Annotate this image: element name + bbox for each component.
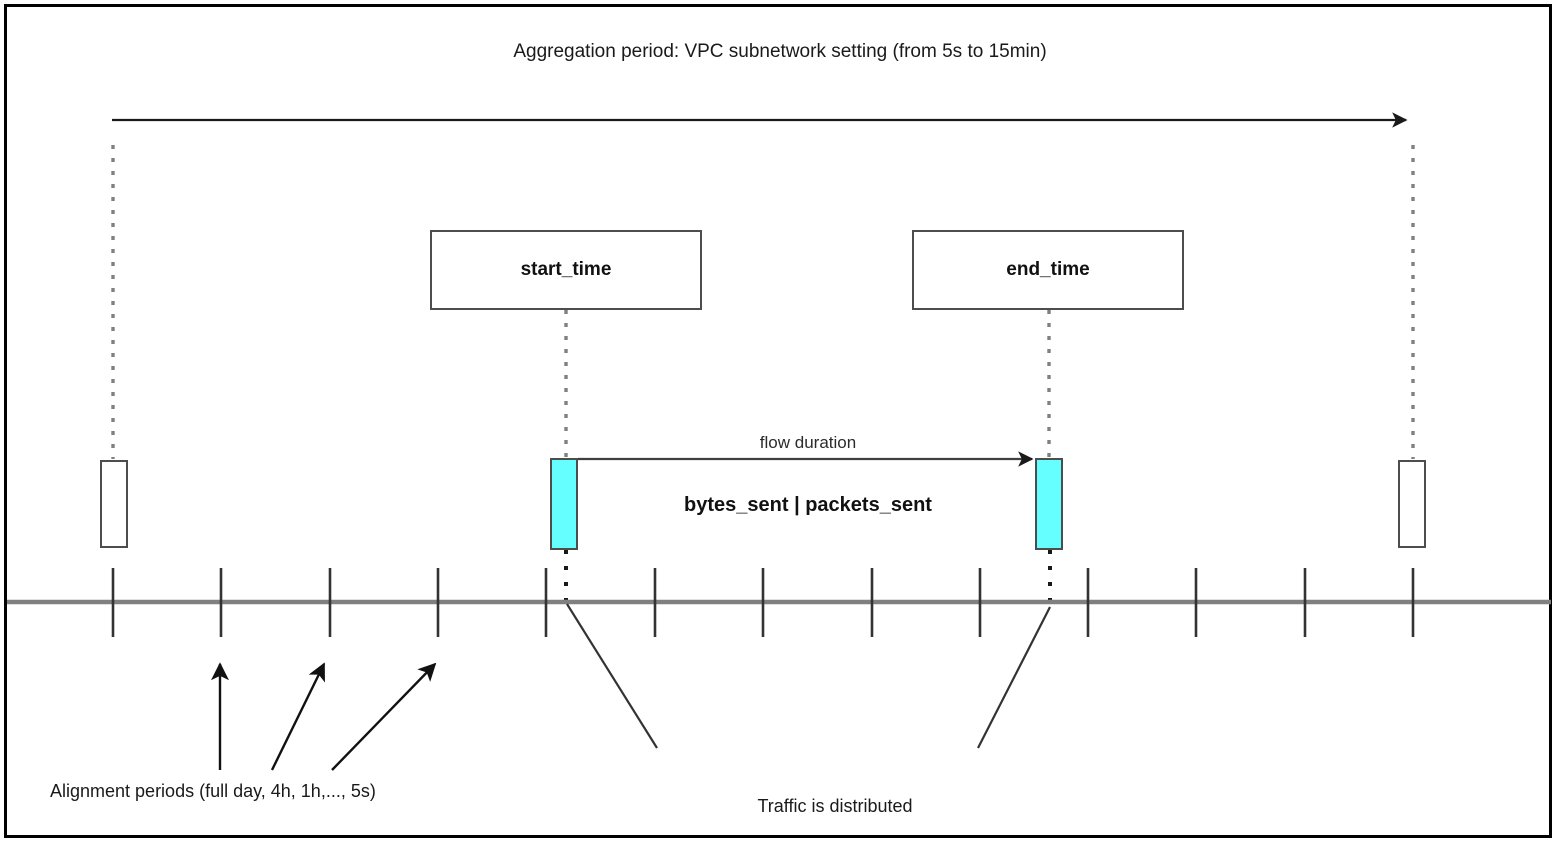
end-time-label: end_time <box>1006 259 1090 280</box>
flow-duration-label: flow duration <box>759 433 857 452</box>
aggregation-start-bar <box>100 460 128 548</box>
aggregation-end-bar <box>1398 460 1426 548</box>
diagram-title: Aggregation period: VPC subnetwork setti… <box>513 41 1047 62</box>
start-time-box[interactable]: start_time <box>430 230 702 310</box>
traffic-note-caption: Traffic is distributed proportionally am… <box>670 750 1000 846</box>
metrics-label: bytes_sent | packets_sent <box>684 494 932 516</box>
alignment-periods-caption: Alignment periods (full day, 4h, 1h,...,… <box>50 781 376 801</box>
flow-start-bar <box>550 458 578 550</box>
diagram-frame <box>4 4 1552 838</box>
traffic-note-line-1: Traffic is distributed <box>757 796 913 816</box>
flow-end-bar <box>1035 458 1063 550</box>
start-time-label: start_time <box>520 259 612 280</box>
end-time-box[interactable]: end_time <box>912 230 1184 310</box>
